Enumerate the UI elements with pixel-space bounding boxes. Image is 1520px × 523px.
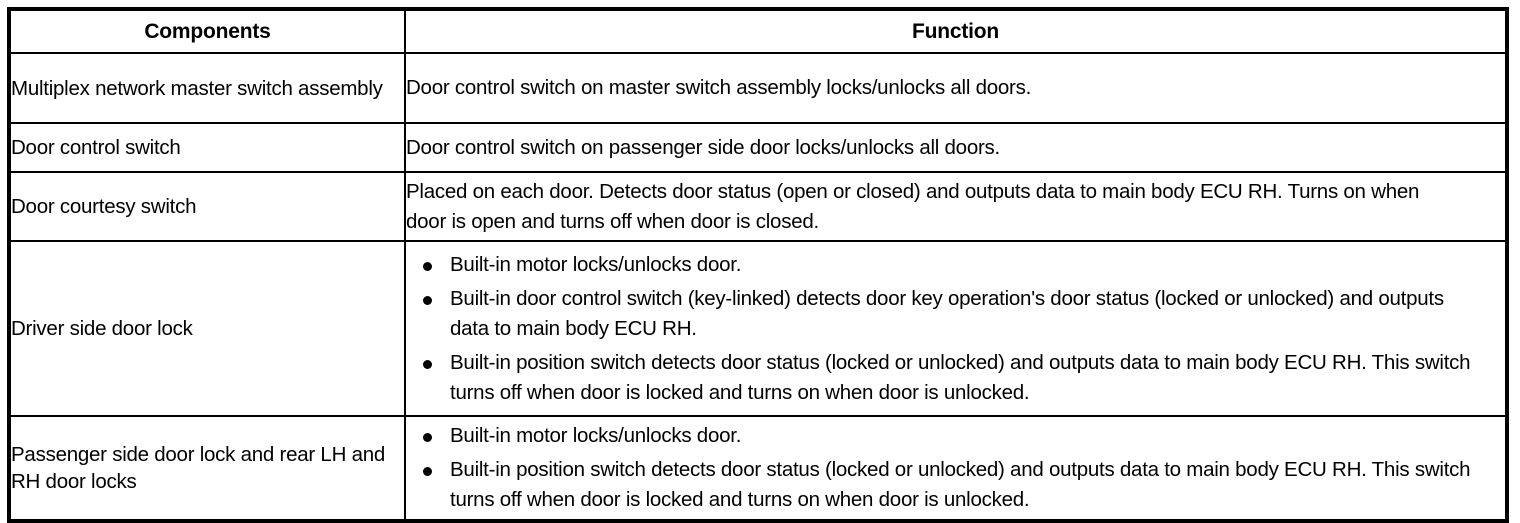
function-description: Door control switch on passenger side do… [404,122,1508,173]
table-header-row: Components Function [8,8,1508,54]
list-item: Built-in position switch detects door st… [406,455,1478,515]
function-description: Built-in motor locks/unlocks door. Built… [404,240,1508,417]
function-paragraph: Door control switch on passenger side do… [406,135,1000,159]
bullet-icon [423,433,432,442]
component-name: Multiplex network master switch assembly [8,52,406,124]
header-components: Components [8,8,406,54]
bullet-icon [423,467,432,476]
function-description: Placed on each door. Detects door status… [404,171,1508,242]
table-row: Passenger side door lock and rear LH and… [8,415,1508,522]
list-item-label: Built-in position switch detects door st… [450,350,1471,404]
table-row: Door control switch Door control switch … [8,122,1508,173]
function-paragraph: Placed on each door. Detects door status… [406,179,1420,233]
function-paragraph: Door control switch on master switch ass… [406,76,1032,99]
bullet-icon [423,359,432,369]
list-item: Built-in door control switch (key-linked… [406,284,1478,344]
list-item: Built-in motor locks/unlocks door. [406,421,1478,451]
component-name: Door courtesy switch [8,171,406,242]
table-row: Multiplex network master switch assembly… [8,52,1508,124]
list-item: Built-in position switch detects door st… [406,348,1478,408]
list-item-label: Built-in motor locks/unlocks door. [450,424,742,447]
table-row: Door courtesy switch Placed on each door… [8,171,1508,242]
component-name: Door control switch [8,122,406,173]
bullet-icon [423,295,432,305]
function-bullet-list: Built-in motor locks/unlocks door. Built… [406,421,1505,515]
component-name: Passenger side door lock and rear LH and… [8,415,406,522]
function-description: Door control switch on master switch ass… [404,52,1508,124]
bullet-icon [423,261,432,271]
component-function-table: Components Function Multiplex network ma… [7,7,1509,523]
table-row: Driver side door lock Built-in motor loc… [8,240,1508,417]
header-function: Function [404,8,1508,54]
list-item-label: Built-in motor locks/unlocks door. [450,252,742,276]
function-bullet-list: Built-in motor locks/unlocks door. Built… [406,250,1505,408]
list-item-label: Built-in door control switch (key-linked… [450,286,1444,340]
spec-table-container: Components Function Multiplex network ma… [7,7,1509,523]
list-item-label: Built-in position switch detects door st… [450,458,1471,511]
component-name: Driver side door lock [8,240,406,417]
list-item: Built-in motor locks/unlocks door. [406,250,1478,280]
function-description: Built-in motor locks/unlocks door. Built… [404,415,1508,522]
